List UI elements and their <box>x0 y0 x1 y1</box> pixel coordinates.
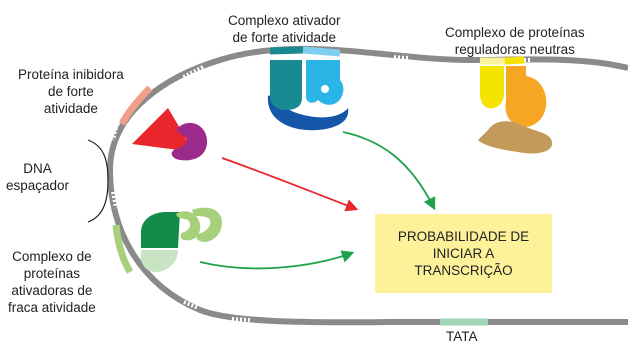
weak-site-green <box>112 224 134 274</box>
neutral-regulator-complex <box>478 66 553 154</box>
neutral-site-yellow <box>504 56 525 65</box>
label-spacer-dna: DNA espaçador <box>6 161 70 193</box>
strong-inhibitor-protein <box>132 108 208 161</box>
inhibitor-site <box>118 85 153 126</box>
label-weak-activators: Complexo de proteínas ativadoras de frac… <box>8 249 96 315</box>
activator-site-light <box>302 46 341 57</box>
dna-gap <box>181 65 204 80</box>
dna-gap <box>183 300 199 310</box>
weak-activator-complex <box>141 207 222 272</box>
arrow-inhibitor <box>221 157 359 212</box>
label-tata: TATA <box>446 329 478 344</box>
strong-activator-complex <box>267 60 349 131</box>
activator-site-dark <box>269 46 304 55</box>
dna-gap <box>111 191 118 209</box>
spacer-bracket <box>87 139 109 223</box>
label-neutral-regulators: Complexo de proteínas reguladoras neutra… <box>445 25 585 57</box>
dna-gap <box>231 317 251 322</box>
arrow-weak-activator <box>199 250 355 270</box>
arrow-strong-activator <box>342 131 436 211</box>
dna-strand <box>106 45 628 326</box>
label-strong-activator: Complexo ativador de forte atividade <box>228 13 341 45</box>
dna-gap <box>391 55 409 60</box>
label-strong-inhibitor: Proteína inibidora de forte atividade <box>18 67 124 116</box>
transcription-probability-box: PROBABILIDADE DE INICIAR A TRANSCRIÇÃO <box>375 214 552 293</box>
dna-gap <box>111 123 119 141</box>
